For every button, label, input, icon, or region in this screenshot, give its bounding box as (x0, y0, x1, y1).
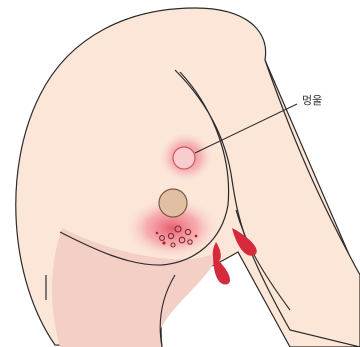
lump-label: 멍울 (302, 94, 322, 107)
areola-icon (159, 189, 187, 217)
upper-lump-icon (173, 147, 195, 169)
